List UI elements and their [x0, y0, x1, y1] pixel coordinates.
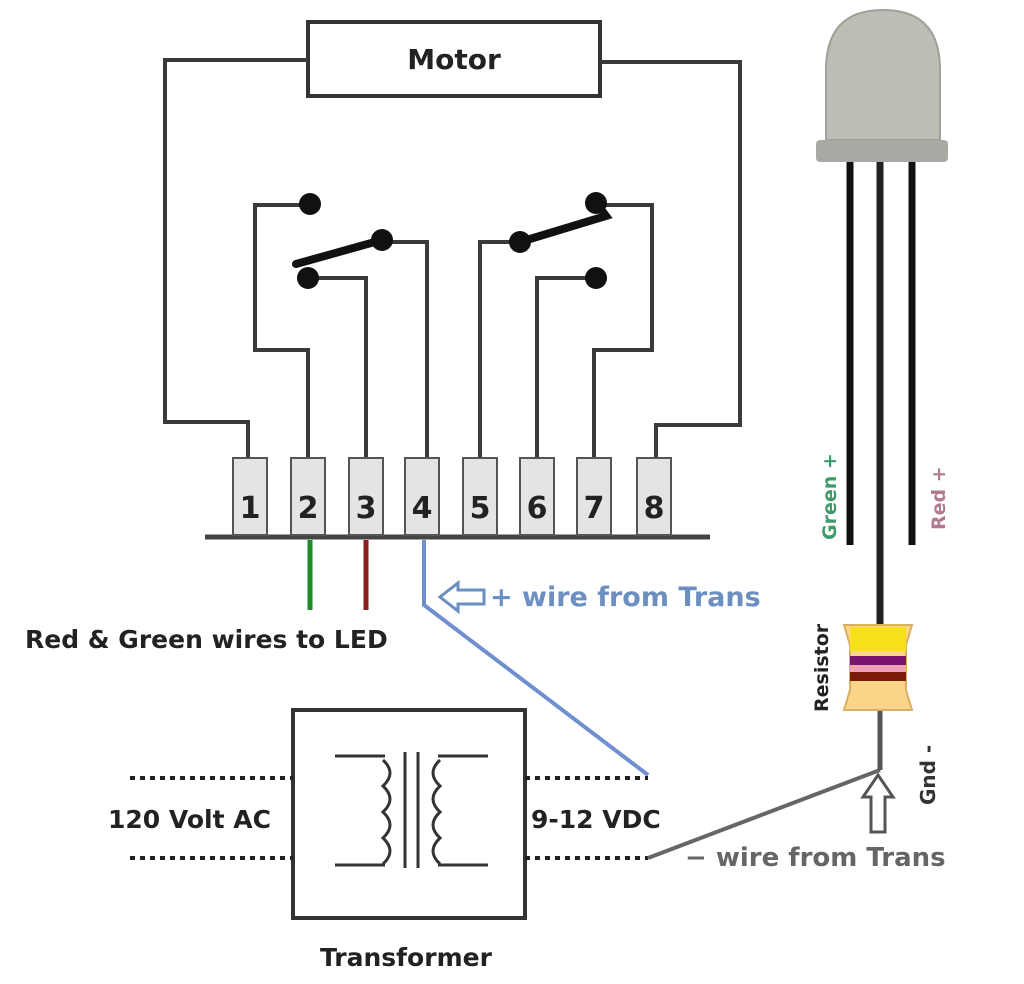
pin-number: 2: [298, 491, 319, 526]
pin-number: 6: [527, 491, 548, 526]
red-lead-label: Red +: [928, 466, 950, 530]
wire-pin2: [253, 203, 310, 458]
switch-right: [509, 192, 613, 289]
ground-label: Gnd -: [916, 745, 940, 805]
green-lead-label: Green +: [819, 453, 841, 540]
relay-pin-3: 3: [348, 457, 384, 536]
ac-input-label: 120 Volt AC: [108, 805, 271, 834]
wire-pin3: [308, 276, 368, 458]
minus-wire: [647, 768, 881, 860]
wire-pin7: [592, 203, 654, 458]
arrow-left-icon: [437, 579, 486, 615]
plus-wire-label: + wire from Trans: [490, 582, 761, 613]
pin-number: 5: [470, 491, 491, 526]
pin-number: 3: [356, 491, 377, 526]
resistor-label: Resistor: [811, 623, 833, 712]
motor-wire-right: [600, 60, 742, 458]
relay-pin-8: 8: [636, 457, 672, 536]
wire-pin6: [535, 276, 596, 458]
blue-plus-wire: [422, 540, 650, 777]
led-wires-label: Red & Green wires to LED: [25, 625, 388, 654]
wire-pin4: [382, 240, 429, 458]
arrow-up-icon: [860, 772, 896, 834]
resistor: [842, 624, 914, 770]
relay-pin-2: 2: [290, 457, 326, 536]
pin-number: 4: [412, 491, 433, 526]
switch-left: [292, 193, 393, 289]
ac-dc-dotted-lines: [130, 776, 648, 860]
relay-pin-5: 5: [462, 457, 498, 536]
relay-pin-7: 7: [576, 457, 612, 536]
motor: Motor: [306, 20, 602, 98]
transformer-label: Transformer: [320, 943, 493, 972]
pin-number: 8: [644, 491, 665, 526]
dc-output-label: 9-12 VDC: [531, 805, 661, 834]
motor-label: Motor: [407, 43, 501, 76]
minus-wire-label: − wire from Trans: [685, 843, 946, 873]
relay-pin-1: 1: [232, 457, 268, 536]
transformer: [291, 708, 527, 920]
pin-number: 1: [240, 491, 261, 526]
pin-number: 7: [584, 491, 605, 526]
wire-pin5: [478, 240, 520, 458]
relay-pin-6: 6: [519, 457, 555, 536]
relay-pin-4: 4: [404, 457, 440, 536]
motor-wire-left: [163, 58, 308, 458]
rgb-led: [816, 8, 948, 630]
